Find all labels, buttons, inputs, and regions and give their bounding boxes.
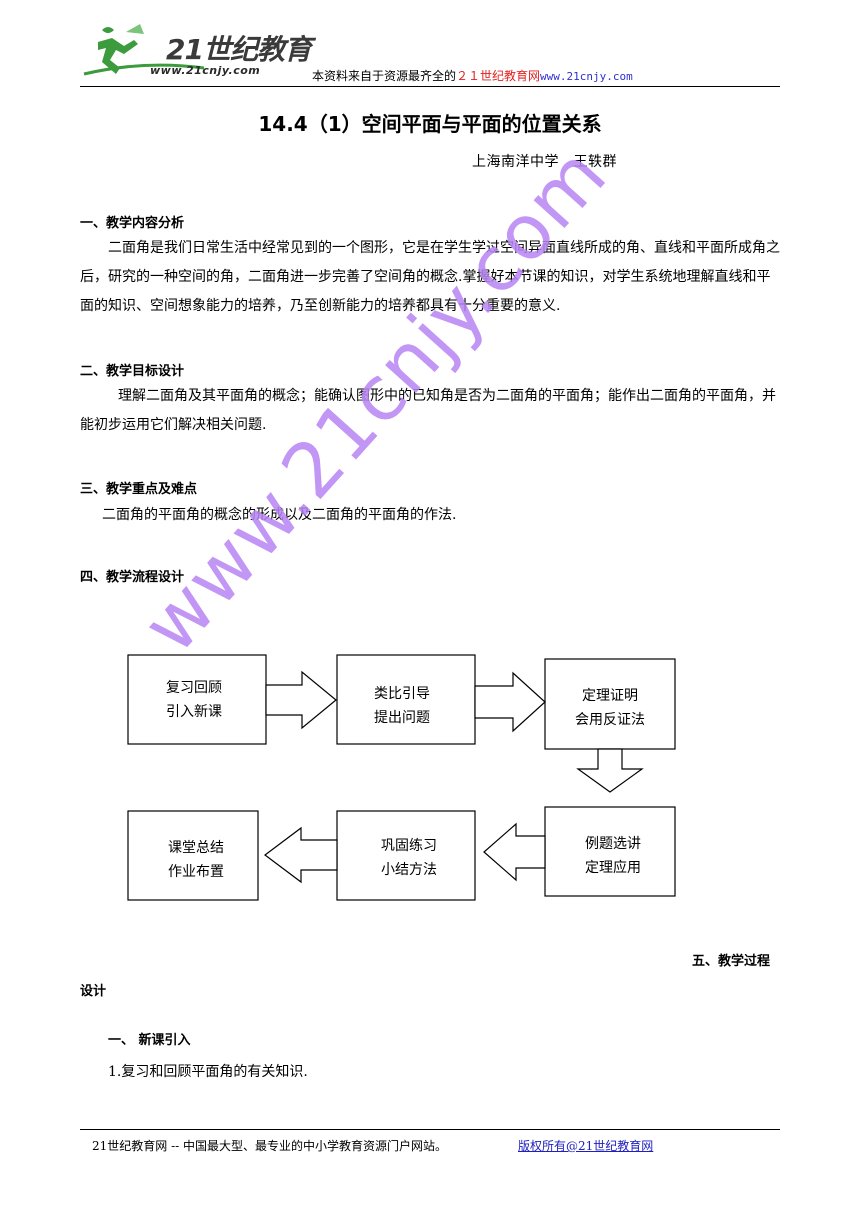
flow-arrow-down	[576, 748, 644, 793]
footer-copyright-link[interactable]: 版权所有@21世纪教育网	[518, 1139, 654, 1153]
header-note-site: ２１世纪教育网	[456, 69, 541, 83]
header-note-prefix: 本资料来自于资源最齐全的	[312, 69, 457, 83]
author-line: 上海南洋中学 王轶群	[472, 154, 617, 170]
section-heading-flow: 四、教学流程设计	[80, 570, 185, 585]
section-heading-key-points: 三、教学重点及难点	[80, 482, 198, 497]
header-link[interactable]: www.21cnjy.com	[540, 70, 633, 83]
flow-arrow-right-1	[265, 670, 337, 730]
runner-figure-icon	[98, 27, 138, 74]
flow-label-examples: 例题选讲定理应用	[585, 836, 641, 876]
flow-box-summary	[127, 810, 259, 901]
footer-tagline: 21世纪教育网 -- 中国最大型、最专业的中小学教育资源门户网站。	[92, 1139, 448, 1153]
flow-label-analogy: 类比引导提出问题	[374, 686, 430, 726]
header-note: 本资料来自于资源最齐全的２１世纪教育网www.21cnjy.com	[312, 67, 633, 84]
section-text-goals: 理解二面角及其平面角的概念；能确认图形中的已知角是否为二面角的平面角；能作出二面…	[80, 388, 776, 433]
flow-box-analogy	[336, 654, 476, 745]
flow-box-proof	[544, 658, 676, 750]
flow-label-practice: 巩固练习小结方法	[381, 838, 437, 878]
subsection-heading-intro: 一、 新课引入	[108, 1033, 191, 1048]
section-text-key-points: 二面角的平面角的概念的形成以及二面角的平面角的作法.	[102, 507, 457, 523]
flow-label-review: 复习回顾引入新课	[166, 680, 222, 720]
flow-label-proof: 定理证明会用反证法	[575, 688, 645, 728]
header-divider	[80, 86, 780, 87]
section-heading-goals: 二、教学目标设计	[80, 364, 185, 379]
flow-label-summary: 课堂总结作业布置	[168, 840, 224, 880]
page-title: 14.4（1）空间平面与平面的位置关系	[258, 112, 602, 136]
flow-box-practice	[336, 810, 476, 901]
flow-arrow-left-1	[483, 822, 546, 882]
section-heading-process: 五、教学过程	[692, 954, 771, 969]
flow-arrow-right-2	[474, 671, 546, 733]
logo-url: www.21cnjy.com	[150, 64, 261, 77]
section-heading-process-cont: 设计	[80, 984, 107, 999]
logo-wordmark: 21世纪教育	[166, 33, 312, 66]
section-heading-content-analysis: 一、教学内容分析	[80, 216, 185, 231]
section-text-content-analysis: 二面角是我们日常生活中经常见到的一个图形，它是在学生学过空间异面直线所成的角、直…	[80, 240, 780, 314]
footer-divider	[80, 1129, 780, 1130]
flow-arrow-left-2	[264, 826, 338, 884]
site-logo	[83, 24, 205, 76]
list-item: 1.复习和回顾平面角的有关知识.	[108, 1064, 308, 1080]
